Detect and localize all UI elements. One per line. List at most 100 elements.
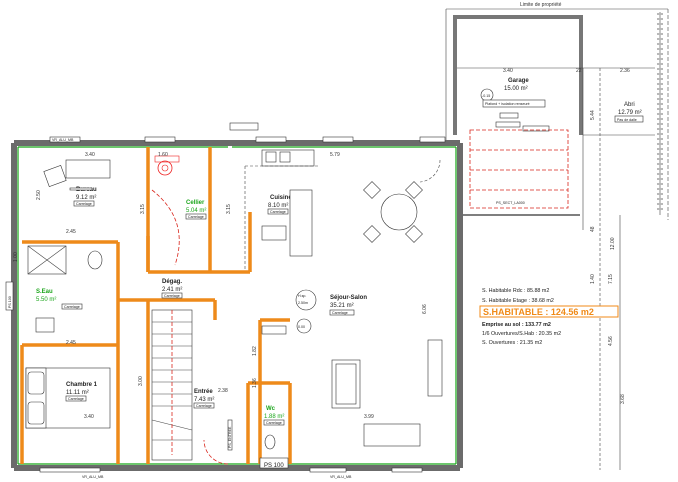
area-summary: S. Habitable Rdc : 85.88 m2 S. Habitable…: [479, 288, 619, 346]
wc-area: 1.88 m²: [264, 414, 284, 420]
abri-area: 12.79 m²: [618, 110, 642, 116]
garage: Garage 15.00 m² -0.15 Plafond + isolatio…: [453, 15, 655, 470]
degag-name: Dégag.: [162, 279, 182, 285]
chambre1-name: Chambre 1: [66, 382, 98, 388]
cellier-name: Cellier: [186, 200, 205, 206]
salle-eau: S.Eau 5.50 m² Carrelage 2.45 1.00: [13, 245, 103, 346]
ouvertures-ratio: 1/6 Ouvertures/S.Hab : 20.35 m2: [482, 331, 561, 337]
sink-icon: [265, 151, 277, 163]
seau-name: S.Eau: [36, 289, 53, 295]
exterior-walls: [11, 140, 463, 471]
entree: Entrée 7.43 m² Carrelage 2.38 PS_ENTREE: [193, 388, 233, 465]
garage-door-swing: [469, 129, 569, 209]
garage-level: -0.15: [482, 94, 490, 98]
desk: [65, 159, 111, 179]
ceiling-height-icon: [295, 289, 317, 311]
boiler-icon: [157, 160, 173, 176]
ouvertures: S. Ouvertures : 21.35 m2: [482, 340, 542, 346]
entree-door-tag: PS_ENTREE: [228, 426, 232, 448]
hab-total: S.HABITABLE : 124.56 m2: [483, 307, 594, 317]
abri: Abri 12.79 m² Pas de dalle: [583, 102, 655, 136]
dim-238: 2.38: [218, 388, 228, 394]
staircase: 3.00: [138, 309, 193, 461]
window-tag-1: VR_ALU_MB: [52, 138, 74, 142]
window-tag-bottom-left: VR_ALU_MB: [82, 475, 104, 479]
dim-300: 3.00: [138, 376, 144, 386]
dim-bureau-w: 2.45: [66, 229, 76, 235]
dim-456: 4.56: [608, 336, 614, 346]
total-box: [479, 305, 619, 318]
garage-door-tag: PS_SECT_LA000: [496, 201, 525, 205]
partitions: [20, 147, 292, 464]
chair: [43, 165, 67, 187]
garage-name: Garage: [508, 78, 529, 84]
cellier-floor: Carrelage: [188, 215, 204, 219]
dim-garage-left: 3.40: [503, 68, 513, 74]
dim-315a: 3.15: [140, 204, 146, 214]
cellier: Cellier 5.04 m² Carrelage 1.60: [151, 152, 206, 266]
bureau-area: 9.12 m²: [76, 195, 96, 201]
garage-area: 15.00 m²: [504, 86, 528, 92]
property-limit: Limite de propriété: [445, 2, 669, 220]
dim-544: 5.44: [590, 110, 596, 120]
ceiling-note: Plafond + isolation renseuré: [485, 102, 530, 106]
top-openings: VR_ALU_MB: [49, 122, 446, 143]
sofa-2: [363, 423, 421, 447]
cuisine-name: Cuisine: [270, 195, 292, 201]
abri-name: Abri: [624, 102, 635, 108]
wc: Wc 1.88 m² Carrelage 1.82 1.36: [252, 325, 287, 450]
entree-name: Entrée: [194, 389, 213, 395]
abri-sub: Pas de dalle: [617, 118, 637, 122]
dim-182: 1.82: [252, 346, 258, 356]
bureau: Bureau 9.12 m² Carrelage 3.40 2.50 2.45: [36, 152, 111, 235]
ceiling-note-box: [482, 99, 546, 108]
hab-rdc: S. Habitable Rdc : 85.88 m2: [482, 288, 549, 294]
seau-floor: Carrelage: [64, 305, 80, 309]
sejour-floor: Carrelage: [332, 311, 348, 315]
hab-etage: S. Habitable Etage : 38.68 m2: [482, 298, 554, 304]
degagement: Dégag. 2.41 m² Carrelage: [161, 279, 182, 299]
degag-area: 2.41 m²: [162, 287, 182, 293]
emprise: Emprise au sol : 133.77 m2: [482, 322, 551, 328]
dim-606: 6.06: [422, 304, 428, 314]
toilet-icon: [87, 250, 103, 270]
dining-table: [363, 181, 423, 243]
ps-bottom: PS 100: [264, 463, 284, 469]
window-tag-bottom-right: VR_ALU_MB: [330, 475, 352, 479]
wc-name: Wc: [266, 406, 276, 412]
dim-1200: 12.00: [610, 237, 616, 250]
dim-136: 1.36: [252, 378, 258, 388]
property-limit-label: Limite de propriété: [520, 2, 562, 8]
degag-floor: Carrelage: [164, 294, 180, 298]
dim-368: 3.68: [620, 394, 626, 404]
tv-unit: [427, 339, 443, 397]
wc-toilet-icon: [264, 434, 276, 450]
cuisine: Cuisine 8.10 m² Carrelage 5.79 3.15 3.15: [140, 149, 340, 270]
level-zero: 0.00: [298, 325, 305, 329]
dim-bureau-h: 2.50: [36, 190, 42, 200]
entree-floor: Carrelage: [196, 404, 212, 408]
chambre1-area: 11.11 m²: [66, 390, 89, 396]
wc-floor: Carrelage: [266, 421, 282, 425]
bottom-openings: VR_ALU_MB PS 100 VR_ALU_MB: [39, 457, 423, 479]
cuisine-area: 8.10 m²: [268, 203, 288, 209]
dim-garage-right: 2.36: [620, 68, 630, 74]
bureau-floor: Carrelage: [76, 202, 92, 206]
right-dimension-ticks: [657, 12, 663, 215]
sejour-area: 35.21 m²: [330, 303, 354, 309]
dim-140: 1.40: [590, 274, 596, 284]
cuisine-floor: Carrelage: [270, 210, 286, 214]
sejour-salon: H.sp. 2.50m 0.00 Séjour-Salon 35.21 m² C…: [295, 159, 443, 447]
dim-579: 5.79: [330, 152, 340, 158]
level-zero-icon: [296, 318, 312, 334]
dim-bureau-top: 3.40: [85, 152, 95, 158]
dim-garage-mid: 22: [576, 68, 582, 74]
dim-100: 1.00: [13, 252, 19, 262]
chambre1-floor: Carrelage: [68, 397, 84, 401]
dim-245: 2.45: [66, 340, 76, 346]
dim-48: 48: [590, 226, 596, 232]
chambre-1: Chambre 1 11.11 m² Carrelage 3.40: [25, 367, 111, 429]
hsp-label: H.sp.: [298, 294, 306, 298]
hsp-value: 2.50m: [298, 301, 308, 305]
